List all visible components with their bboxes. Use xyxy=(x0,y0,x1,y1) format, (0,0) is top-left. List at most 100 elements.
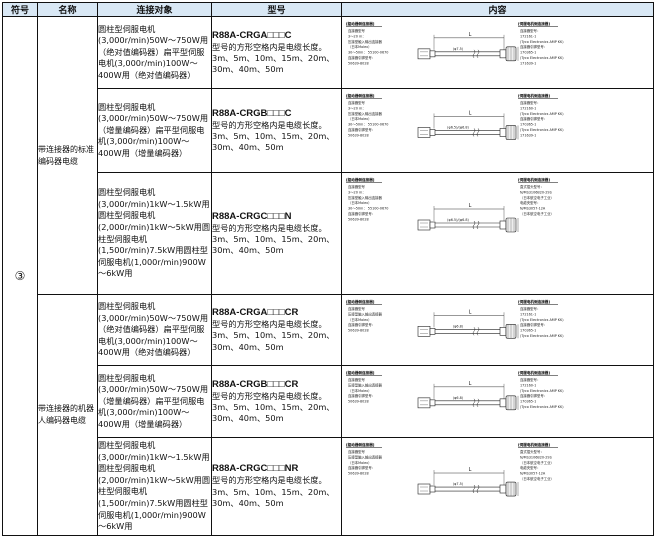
content-cell: [驱动器侧连接器]连接器型号压接型触入输出连接器（日本Molex）连接器引脚型号… xyxy=(341,437,654,536)
motor-connector-title: [伺服电机侧连接器] xyxy=(518,442,550,447)
drive-connector-line: 连接器引脚型号： xyxy=(348,322,375,327)
drive-connector-line: 连接器型号 xyxy=(348,449,366,454)
drive-connector-line: 50639-8028 xyxy=(348,400,369,404)
motor-connector-shape xyxy=(499,217,517,233)
header-content: 内容 xyxy=(341,2,654,17)
connection-cell: 圆柱型伺服电机(3,000r/min)1kW～1.5kW用圆柱型伺服电机(2,0… xyxy=(97,172,212,295)
header-connection: 连接对象 xyxy=(97,2,212,17)
drive-connector-line: 压接型触入输出连接器 xyxy=(348,39,383,44)
model-cell: R88A-CRGC□□□NR 型号的方形空格内是电缆长度。3m、5m、10m、1… xyxy=(211,437,342,536)
content-cell: [驱动器侧连接器]连接器型号压接型触入输出连接器（日本Molex）连接器引脚型号… xyxy=(341,365,654,438)
drive-connector-line: 50639-8028 xyxy=(348,61,369,65)
cable-diagram: [驱动器侧连接器]连接器型号压接型触入输出连接器（日本Molex）连接器引脚型号… xyxy=(346,370,564,411)
drive-connector-line: 3～20 m： xyxy=(348,106,366,110)
drive-connector-title: [驱动器侧连接器] xyxy=(346,93,375,98)
length-label: L xyxy=(469,203,472,209)
motor-connector-line: 170365-1 xyxy=(520,51,536,55)
connection-cell: 圆柱型伺服电机(3,000r/min)50W～750W用（增量编码器）扁平型伺服… xyxy=(97,365,212,438)
diameter-label: (φ6.8) xyxy=(453,324,464,328)
motor-connector-line: 直式插头型号： xyxy=(520,184,544,189)
model-code: R88A-CRGA□□□C xyxy=(212,29,292,41)
motor-connector-line: 172160-1 xyxy=(520,383,536,387)
motor-connector-line: 直式插头型号： xyxy=(520,449,544,454)
motor-connector-line: 连接器型号： xyxy=(520,100,540,105)
motor-connector-shape xyxy=(499,395,517,411)
drive-connector-shape xyxy=(417,397,436,409)
motor-connector-line: 171639-1 xyxy=(520,133,536,137)
motor-connector-line: 170365-1 xyxy=(520,400,536,404)
drive-connector-line: （日本Molex） xyxy=(348,460,372,465)
motor-connector-line: 连接器型号： xyxy=(520,28,540,33)
drive-connector-shape xyxy=(417,48,436,60)
cable-body xyxy=(435,398,500,408)
table-row: 圆柱型伺服电机(3,000r/min)50W～750W用（增量编码器）扁平型伺服… xyxy=(3,365,654,438)
model-description: 型号的方形空格内是电缆长度。3m、5m、10m、15m、20m、30m、40m、… xyxy=(212,390,335,424)
motor-connector-title: [伺服电机侧连接器] xyxy=(518,299,550,304)
drive-connector-line: 连接器型号 xyxy=(348,28,366,33)
drive-connector-line: 50639-8028 xyxy=(348,217,369,221)
connection-cell: 圆柱型伺服电机(3,000r/min)50W～750W用（绝对值编码器）扁平型伺… xyxy=(97,16,212,89)
cable-body xyxy=(435,128,500,137)
connection-cell: 圆柱型伺服电机(3,000r/min)50W～750W用（增量编码器）扁平型伺服… xyxy=(97,88,212,173)
drive-connector-line: 压接型触入输出连接器 xyxy=(348,111,383,116)
drive-connector-line: 压接型触入输出连接器 xyxy=(348,195,383,200)
header-name: 名称 xyxy=(37,2,98,17)
table-row: 圆柱型伺服电机(3,000r/min)1kW～1.5kW用圆柱型伺服电机(2,0… xyxy=(3,437,654,536)
model-cell: R88A-CRGA□□□CR 型号的方形空格内是电缆长度。3m、5m、10m、1… xyxy=(211,294,342,366)
drive-connector-line: 连接器引脚型号： xyxy=(348,127,375,132)
connection-cell: 圆柱型伺服电机(3,000r/min)1kW～1.5kW用圆柱型伺服电机(2,0… xyxy=(97,437,212,536)
motor-connector-line: 电缆夹型号： xyxy=(520,200,540,205)
table-row: 带连接器的机器人编码器电缆 圆柱型伺服电机(3,000r/min)50W～750… xyxy=(3,294,654,536)
motor-connector-line: (Tyco Electronics AMP KK) xyxy=(520,405,564,409)
motor-connector-shape xyxy=(499,481,517,497)
model-description: 型号的方形空格内是电缆长度。3m、5m、10m、15m、20m、30m、40m、… xyxy=(212,319,335,352)
motor-connector-line: （日本航空电子工业） xyxy=(520,195,554,200)
motor-connector-shape xyxy=(499,323,517,339)
drive-connector-shape xyxy=(417,219,436,231)
model-code: R88A-CRGB□□□CR xyxy=(212,378,299,390)
cable-body xyxy=(435,484,500,494)
header-model: 型号 xyxy=(211,2,342,17)
motor-connector-line: (Tyco Electronics AMP KK) xyxy=(520,318,564,322)
group-name: 带连接器的机器人编码器电缆 xyxy=(37,294,98,536)
drive-connector-line: （日本Molex） xyxy=(348,388,372,393)
drive-connector-line: 50639-8028 xyxy=(348,133,369,137)
motor-connector-shape xyxy=(499,46,517,62)
diameter-label: (φ6.8) xyxy=(453,396,464,400)
length-label: L xyxy=(469,110,472,116)
motor-connector-line: 170365-1 xyxy=(520,329,536,333)
drive-connector-line: 连接器引脚型号： xyxy=(348,393,375,398)
model-description: 型号的方形空格内是电缆长度。3m、5m、10m、15m、20m、30m、40m、… xyxy=(212,41,335,75)
drive-connector-line: （日本Molex） xyxy=(348,116,372,121)
motor-connector-line: N/MS3057-12A xyxy=(520,207,546,211)
model-cell: R88A-CRGB□□□CR 型号的方形空格内是电缆长度。3m、5m、10m、1… xyxy=(211,365,342,438)
drive-connector-line: 连接器型号 xyxy=(348,377,366,382)
drive-connector-line: 30～50m： 55100-0670 xyxy=(348,51,388,55)
drive-connector-line: 连接器型号 xyxy=(348,184,366,189)
model-cell: R88A-CRGA□□□C 型号的方形空格内是电缆长度。3m、5m、10m、15… xyxy=(211,16,342,89)
drive-connector-shape xyxy=(417,127,436,138)
diameter-label: (φ6.5)/(φ6.8) xyxy=(447,218,469,222)
diameter-label: (φ6.5)/(φ6.8) xyxy=(447,125,469,129)
model-code: R88A-CRGC□□□N xyxy=(212,210,292,222)
drive-connector-shape xyxy=(417,483,436,495)
length-label: L xyxy=(469,309,472,315)
motor-connector-line: 连接器引脚型号： xyxy=(520,393,547,398)
cable-body xyxy=(435,49,500,59)
length-label: L xyxy=(469,32,472,38)
cable-diagram: [驱动器侧连接器]连接器型号压接型触入输出连接器（日本Molex）连接器引脚型号… xyxy=(346,299,564,339)
table-row: 圆柱型伺服电机(3,000r/min)1kW～1.5kW用圆柱型伺服电机(2,0… xyxy=(3,172,654,295)
drive-connector-title: [驱动器侧连接器] xyxy=(346,21,375,26)
drive-connector-line: 3～20 m： xyxy=(348,190,366,194)
group-symbol: ③ xyxy=(2,16,38,536)
motor-connector-line: （日本航空电子工业） xyxy=(520,211,554,216)
model-code: R88A-CRGC□□□NR xyxy=(212,463,299,475)
drive-connector-line: 30～50m： 55100-0670 xyxy=(348,207,388,211)
